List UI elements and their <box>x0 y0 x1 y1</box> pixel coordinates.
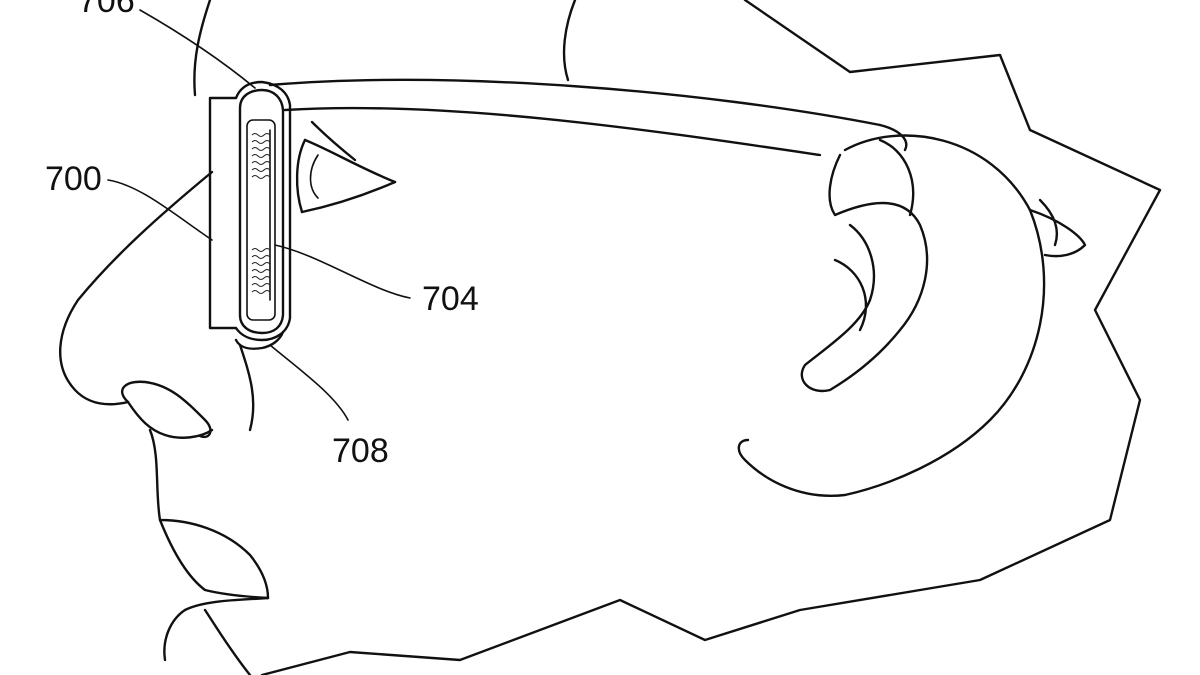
face-profile <box>60 172 212 438</box>
nostril <box>122 382 210 437</box>
ear-canal <box>1040 200 1057 245</box>
upper-lip <box>150 430 268 598</box>
back-of-head <box>262 0 1160 675</box>
eye-iris <box>311 155 319 198</box>
temple-arm-bottom <box>285 108 820 155</box>
chin-line <box>205 610 250 675</box>
label-700: 700 <box>45 160 102 198</box>
leader-708 <box>270 345 348 420</box>
hair-curve <box>564 0 575 80</box>
label-708: 708 <box>332 432 389 470</box>
eye-upper-lid <box>305 140 395 182</box>
upper-optic-pattern <box>252 134 270 179</box>
leader-700 <box>108 180 212 240</box>
temple-arm-top <box>270 80 880 125</box>
lower-optic-pattern <box>252 249 270 294</box>
forehead-line <box>194 0 210 95</box>
ear-outer <box>802 155 927 391</box>
ear-helix <box>739 136 1044 496</box>
label-706: 706 <box>78 0 135 20</box>
eye-lower-lid <box>302 182 395 212</box>
leader-704 <box>275 245 410 298</box>
nose-bridge <box>240 345 253 430</box>
ear-antihelix <box>835 260 866 330</box>
label-704: 704 <box>422 280 479 318</box>
eye-front <box>297 140 305 212</box>
